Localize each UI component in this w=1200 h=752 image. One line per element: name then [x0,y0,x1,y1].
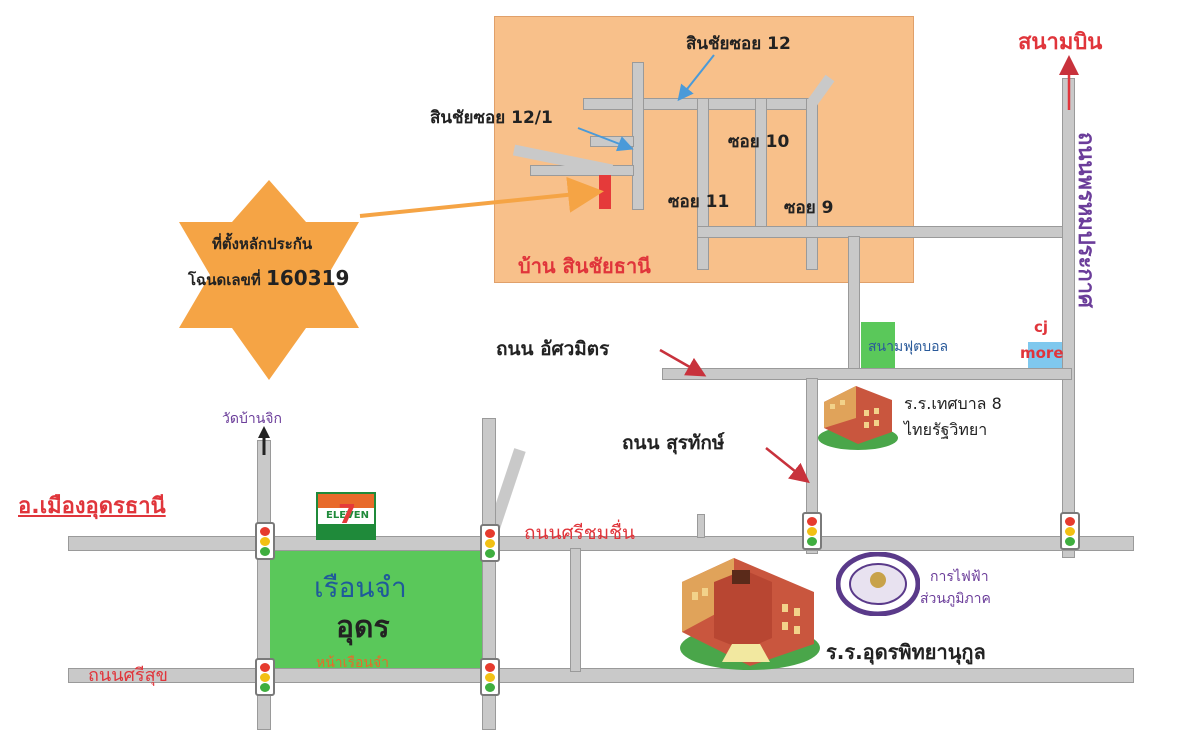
school-tessaban-label-1: ร.ร.เทศบาล 8 [904,394,1002,413]
srichomchuen-road-label: ถนนศรีชมชื่น [524,522,636,544]
cj-more-store [1028,342,1062,368]
traffic-light-icon [480,658,500,696]
udon-pittayanukul-school-icon [680,558,820,670]
school-tessaban-label-2: ไทยรัฐวิทยา [904,420,988,439]
srisuk-road-label: ถนนศรีสุข [88,665,168,686]
traffic-light-icon [1060,512,1080,550]
soi-9-label: ซอย 9 [784,198,834,218]
collateral-star-icon [179,180,359,380]
udon-pittayanukul-label: ร.ร.อุดรพิทยานุกูล [826,640,986,664]
pea-emblem-icon [836,552,920,616]
assawamit-road-label: ถนน อัศวมิตร [496,338,610,360]
traffic-light-icon [802,512,822,550]
front-of-prison-label: หน้าเรือนจำ [316,655,390,671]
prison-label-2: อุดร [336,610,390,645]
football-field-label: สนามฟุตบอล [868,339,949,355]
sinchai-soi-12-1-label: สินชัยซอย 12/1 [430,108,553,128]
deed-prefix: โฉนดเลขที่ [188,271,261,289]
srisuk-road [68,668,1134,683]
central-vertical-road [482,418,496,730]
soi-10-label: ซอย 10 [728,132,790,152]
school-tessaban-icon [818,386,898,450]
traffic-light-icon [480,524,500,562]
collateral-label-line1: ที่ตั้งหลักประกัน [212,235,313,253]
airport-label: สนามบิน [1018,30,1103,55]
pea-label-2: ส่วนภูมิภาค [920,591,991,607]
assawamit-road [662,368,1072,380]
prison-label-1: เรือนจำ [314,571,407,604]
pea-label-1: การไฟฟ้า [930,569,989,585]
suratak-road-label: ถนน สุรทักษ์ [622,432,725,454]
cj-more-label: more [1020,344,1064,362]
village-label: บ้าน สินชัยธานี [518,254,651,278]
short-vertical-road [570,548,581,672]
prison-area [270,551,482,668]
collateral-label-line2: โฉนดเลขที่ 160319 [188,266,349,292]
traffic-light-icon [255,522,275,560]
traffic-light-icon [255,658,275,696]
sinchai-soi-12-label: สินชัยซอย 12 [686,34,791,54]
cj-label: cj [1034,318,1049,336]
soi-11-label: ซอย 11 [668,192,730,212]
football-field [861,322,895,368]
stub-road [697,514,705,538]
wat-ban-chik-label: วัดบ้านจิก [222,411,282,427]
phrommarakat-road-label: ถนนพรหมประกาศ [1073,132,1098,308]
deed-number: 160319 [265,266,350,290]
seven-eleven-text: ELEVEN [326,510,369,521]
seven-eleven-number: 7 [338,500,357,530]
district-label: อ.เมืองอุดรธานี [18,494,166,519]
seven-eleven-logo: ELEVEN 7 [316,492,376,540]
